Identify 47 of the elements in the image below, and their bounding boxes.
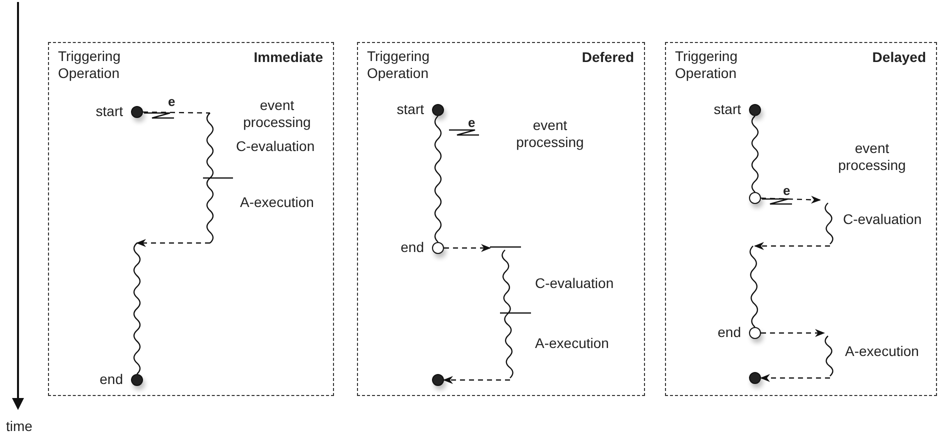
point-label: start	[96, 103, 123, 119]
panel-heading: Triggering Operation	[367, 48, 431, 82]
phase-label: C-evaluation	[843, 211, 922, 228]
phase-label: A-execution	[240, 194, 314, 211]
point-label: end	[100, 371, 123, 387]
filled-circle	[749, 372, 761, 384]
open-circle	[749, 192, 761, 204]
filled-circle	[131, 374, 143, 386]
dashed-panel	[665, 42, 937, 396]
panel-heading: Triggering Operation	[58, 48, 122, 82]
event-label: e	[468, 114, 476, 131]
panel-title: Immediate	[254, 49, 323, 66]
phase-label: event processing	[515, 117, 585, 151]
wavy-line	[434, 116, 442, 242]
phase-label: event processing	[242, 97, 312, 131]
dashed-arrow	[760, 374, 830, 382]
dashed-line	[142, 111, 210, 114]
open-circle	[749, 327, 761, 339]
event-label: e	[168, 93, 176, 110]
dashed-panel	[48, 42, 334, 396]
phase-label: C-evaluation	[236, 138, 315, 155]
point-label: start	[396, 101, 424, 117]
phase-label: A-execution	[845, 343, 919, 360]
point-label: start	[714, 101, 741, 117]
panel-title: Defered	[582, 49, 634, 66]
axis-label: time	[6, 418, 32, 435]
wavy-line	[133, 242, 141, 374]
dashed-arrow	[444, 244, 491, 252]
open-circle	[432, 242, 444, 254]
point-label: end	[400, 239, 424, 255]
dashed-arrow	[443, 376, 510, 384]
phase-label: A-execution	[535, 335, 609, 352]
dashed-arrow	[761, 329, 825, 337]
event-label: e	[783, 182, 790, 199]
filled-circle	[131, 106, 143, 118]
phase-label: event processing	[837, 140, 907, 174]
point-label: end	[718, 324, 741, 340]
dashed-panel	[357, 42, 645, 396]
filled-circle	[432, 104, 444, 116]
panel-heading: Triggering Operation	[675, 48, 739, 82]
wavy-line	[750, 246, 758, 328]
phase-label: C-evaluation	[535, 275, 614, 292]
filled-circle	[749, 104, 761, 116]
panel-title: Delayed	[872, 49, 926, 66]
filled-circle	[432, 374, 444, 386]
dashed-arrow	[760, 196, 821, 204]
wavy-line	[751, 116, 759, 192]
